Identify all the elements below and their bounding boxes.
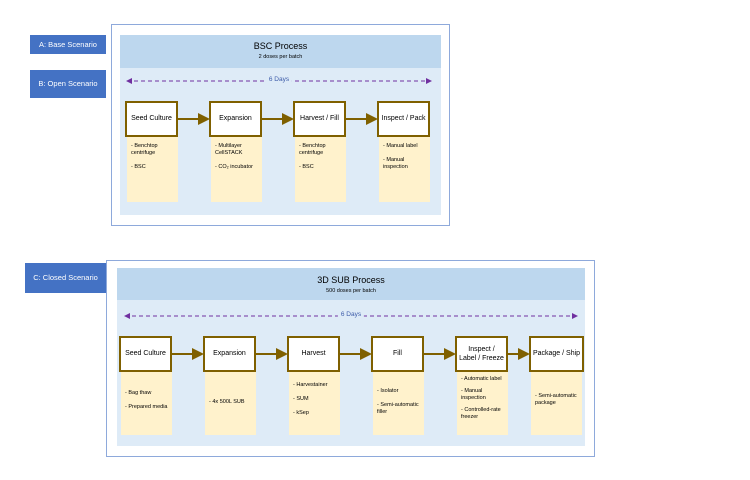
sub-title: 3D SUB Process bbox=[317, 275, 385, 285]
bsc-step-harvest-fill: Harvest / Fill bbox=[293, 101, 346, 137]
sub-note-seed-culture: - Bag thaw - Prepared media bbox=[121, 372, 172, 435]
sub-title-bar: 3D SUB Process 500 doses per batch bbox=[117, 268, 585, 300]
bsc-note-inspect-pack: - Manual label - Manual inspection bbox=[379, 137, 430, 202]
sub-step-inspect-label-freeze: Inspect / Label / Freeze bbox=[455, 336, 508, 372]
note-item: - kSep bbox=[293, 409, 309, 416]
note-item: - Benchtop centrifuge bbox=[299, 143, 326, 156]
bsc-step-expansion: Expansion bbox=[209, 101, 262, 137]
sub-note-fill: - Isolator - Semi-automatic filler bbox=[373, 372, 424, 435]
bsc-days-label: 6 Days bbox=[265, 76, 293, 84]
note-item: - CO₂ incubator bbox=[215, 163, 253, 170]
note-item: - Manual inspection bbox=[383, 156, 408, 170]
bsc-note-harvest-fill: - Benchtop centrifuge - BSC bbox=[295, 137, 346, 202]
note-item: - Multilayer CellSTACK bbox=[215, 143, 243, 156]
sub-note-harvest: - Harvestainer - SUM - kSep bbox=[289, 372, 340, 435]
sub-step-seed-culture: Seed Culture bbox=[119, 336, 172, 372]
sub-note-inspect-label-freeze: - Automatic label - Manual inspection - … bbox=[457, 372, 508, 435]
sub-subtitle: 500 doses per batch bbox=[326, 288, 376, 294]
note-item: - Manual inspection bbox=[461, 387, 486, 401]
note-item: - Isolator bbox=[377, 388, 399, 394]
note-item: - BSC bbox=[131, 163, 146, 170]
note-item: - Controlled-rate freezer bbox=[461, 406, 501, 420]
bsc-title: BSC Process bbox=[253, 41, 308, 51]
bsc-title-bar: BSC Process 2 doses per batch bbox=[120, 35, 441, 68]
bsc-step-inspect-pack: Inspect / Pack bbox=[377, 101, 430, 137]
note-item: - Bag thaw bbox=[125, 390, 152, 396]
sub-note-package-ship: - Semi-automatic package bbox=[531, 372, 582, 435]
sub-step-harvest: Harvest bbox=[287, 336, 340, 372]
note-item: - Semi-automatic package bbox=[535, 393, 577, 406]
bsc-subtitle: 2 doses per batch bbox=[258, 54, 303, 60]
note-item: - BSC bbox=[299, 163, 314, 170]
sub-days-label: 6 Days bbox=[337, 311, 365, 319]
sub-step-expansion: Expansion bbox=[203, 336, 256, 372]
bsc-note-expansion: - Multilayer CellSTACK - CO₂ incubator bbox=[211, 137, 262, 202]
note-item: - Automatic label bbox=[461, 376, 502, 382]
note-item: - SUM bbox=[293, 395, 309, 402]
note-item: - 4x 500L SUB bbox=[209, 399, 245, 405]
bsc-note-seed-culture: - Benchtop centrifuge - BSC bbox=[127, 137, 178, 202]
sub-step-package-ship: Package / Ship bbox=[529, 336, 584, 372]
sub-note-expansion: - 4x 500L SUB bbox=[205, 372, 256, 435]
bsc-step-seed-culture: Seed Culture bbox=[125, 101, 178, 137]
note-item: - Manual label bbox=[383, 143, 418, 149]
note-item: - Benchtop centrifuge bbox=[131, 143, 158, 156]
scenario-c-tag: C: Closed Scenario bbox=[25, 263, 106, 293]
sub-step-fill: Fill bbox=[371, 336, 424, 372]
note-item: - Semi-automatic filler bbox=[377, 401, 419, 415]
note-item: - Harvestainer bbox=[293, 382, 328, 388]
scenario-a-tag: A: Base Scenario bbox=[30, 35, 106, 54]
note-item: - Prepared media bbox=[125, 403, 168, 410]
scenario-b-tag: B: Open Scenario bbox=[30, 70, 106, 98]
